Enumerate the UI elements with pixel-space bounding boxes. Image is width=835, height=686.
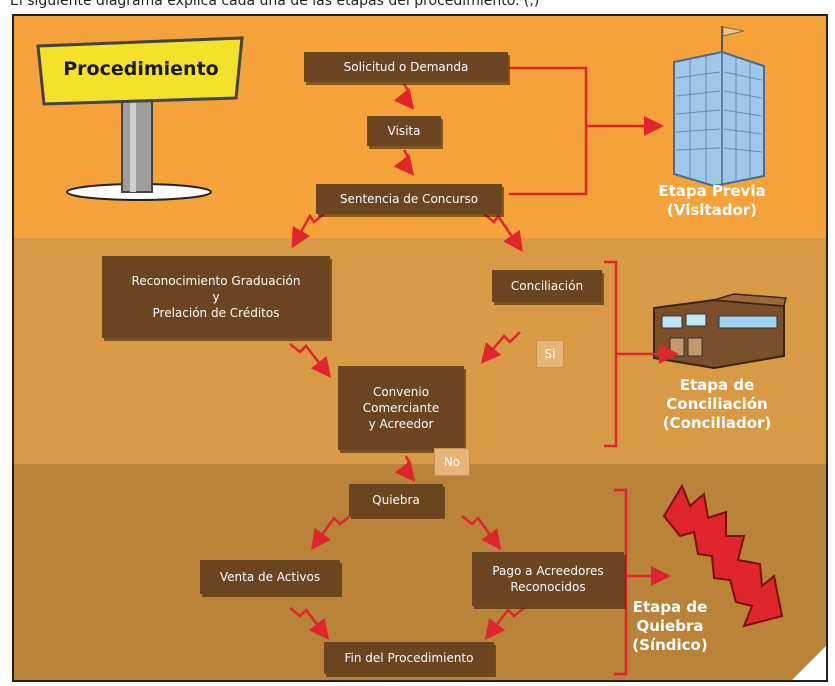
tag-si: Si [536,340,564,368]
step-venta-activos: Venta de Activos [200,560,340,594]
step-fin-procedimiento: Fin del Procedimiento [324,642,494,674]
factory-building-icon [653,293,787,370]
stage-label-quiebra: Etapa de Quiebra (Síndico) [632,598,708,654]
flow-connectors [289,66,679,676]
step-reconocimiento-creditos: Reconocimiento Graduación y Prelación de… [102,256,330,338]
step-sentencia-concurso: Sentencia de Concurso [316,184,502,214]
stage-label-conciliacion: Etapa de Conciliación (Conciliador) [662,376,772,432]
step-visita: Visita [367,116,441,146]
tag-no: No [434,448,470,476]
sign-label: Procedimiento [63,58,219,80]
office-building-icon [673,26,765,188]
step-pago-acreedores: Pago a Acreedores Reconocidos [472,552,624,606]
step-solicitud-demanda: Solicitud o Demanda [304,52,508,82]
page-curl-corner [790,644,826,680]
signboard-illustration [36,36,244,201]
step-convenio: Convenio Comerciante y Acreedor [338,366,464,450]
stage-label-previa: Etapa Previa (Visitador) [658,182,766,219]
step-quiebra: Quiebra [349,484,443,516]
procedure-diagram: Procedimiento [12,14,828,682]
diagram-caption: El siguiente diagrama explica cada una d… [10,0,540,9]
step-conciliacion: Conciliación [492,270,602,302]
falling-arrow-icon [662,483,784,628]
